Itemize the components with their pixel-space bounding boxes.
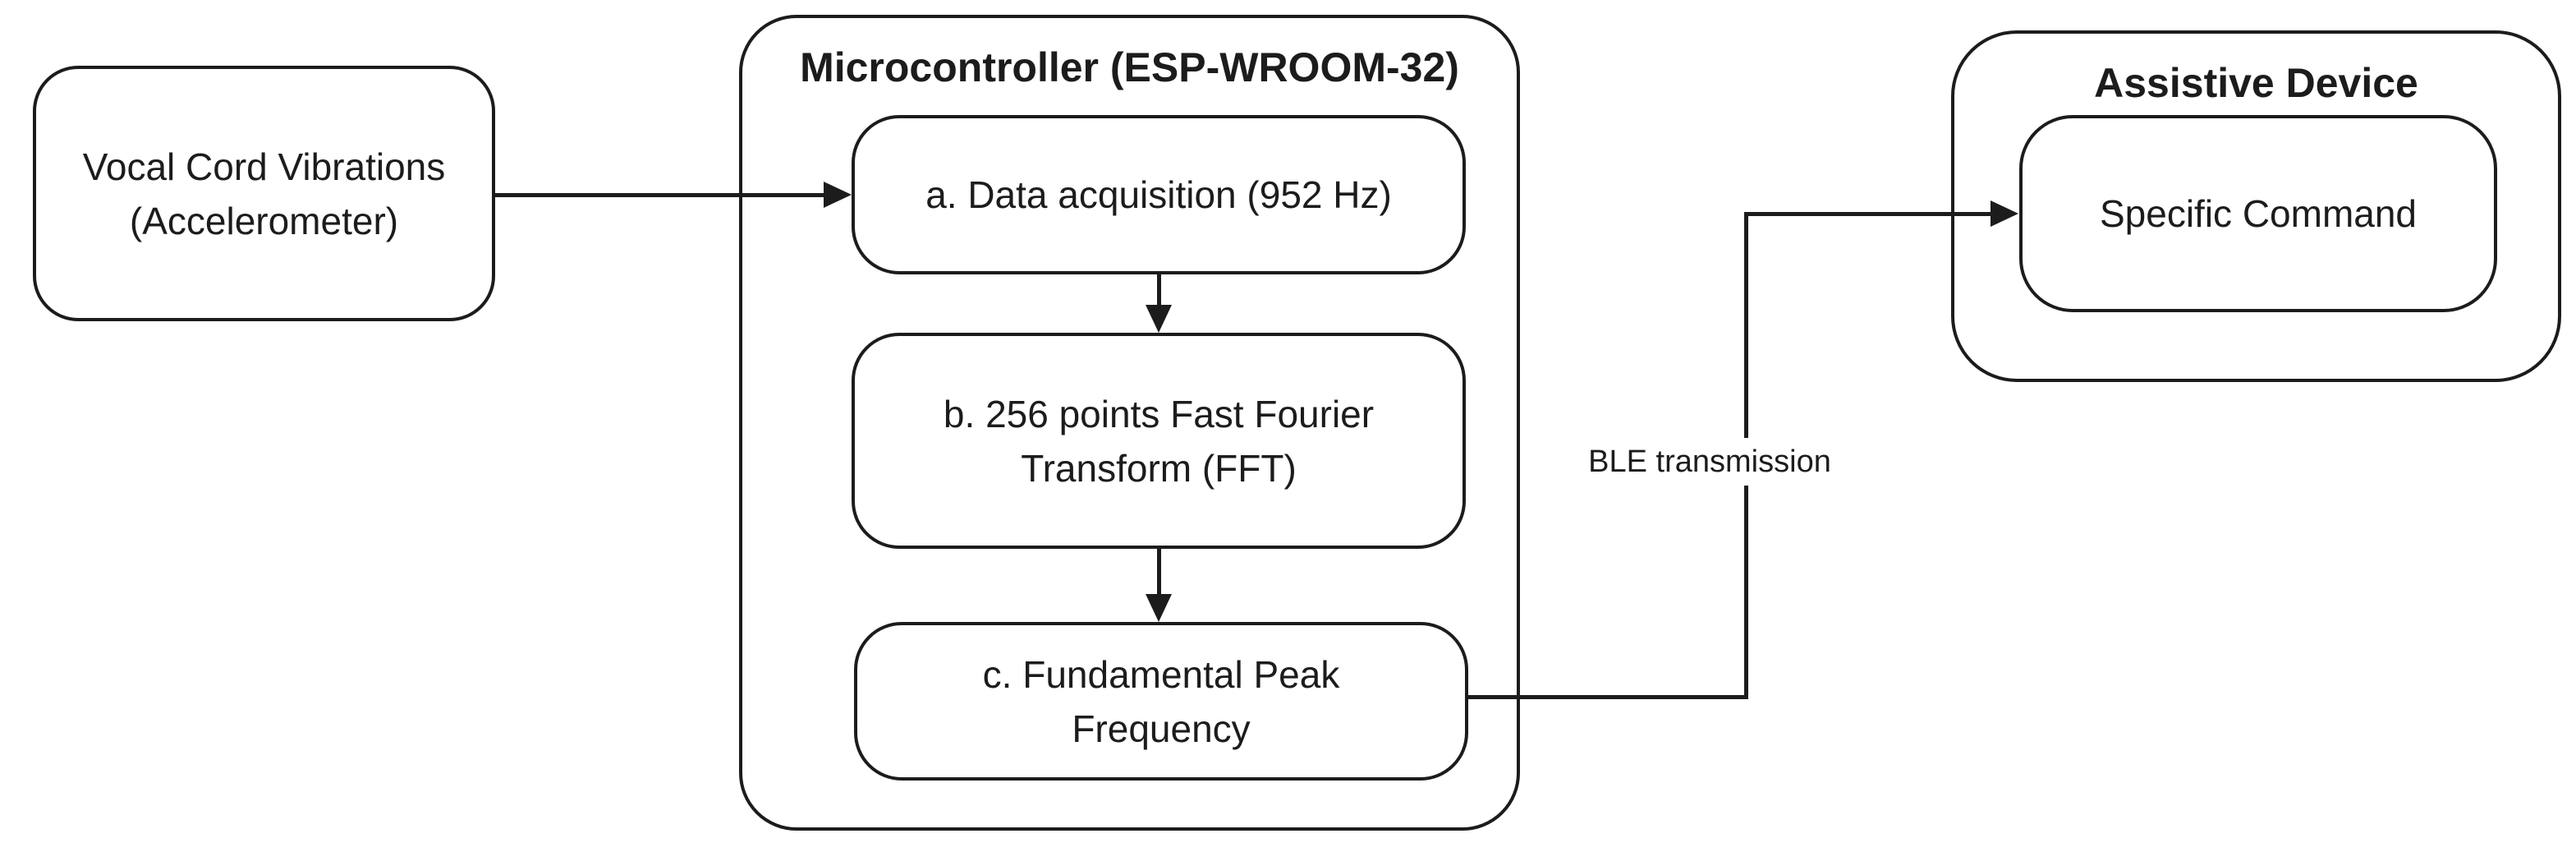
connector-step-a-to-b	[1157, 274, 1161, 305]
arrowhead-right-icon	[824, 182, 852, 208]
step-b-label: b. 256 points Fast Fourier Transform (FF…	[944, 387, 1374, 495]
assistive-device-title: Assistive Device	[2094, 60, 2418, 106]
ble-connector-horizontal-bottom	[1468, 695, 1748, 699]
step-c-label-line2: Frequency	[1072, 707, 1251, 750]
arrowhead-down-icon	[1146, 305, 1172, 333]
arrowhead-right-icon	[1991, 200, 2018, 227]
specific-command-text: Specific Command	[2099, 192, 2418, 235]
ble-connector-horizontal-top	[1744, 212, 1991, 216]
source-box-label: Vocal Cord Vibrations (Accelerometer)	[83, 140, 446, 248]
source-box-label-line2: (Accelerometer)	[129, 199, 399, 242]
specific-command-label: Specific Command	[2100, 187, 2417, 241]
source-box: Vocal Cord Vibrations (Accelerometer)	[33, 66, 495, 321]
connector-source-to-step-a	[495, 193, 824, 197]
step-b-label-line1: b. 256 points Fast Fourier	[943, 392, 1375, 435]
step-c-label: c. Fundamental Peak Frequency	[983, 647, 1340, 756]
step-c-label-line1: c. Fundamental Peak	[982, 652, 1340, 696]
specific-command-box: Specific Command	[2019, 115, 2497, 312]
step-a-box: a. Data acquisition (952 Hz)	[852, 115, 1466, 274]
microcontroller-title: Microcontroller (ESP-WROOM-32)	[800, 44, 1459, 90]
step-b-box: b. 256 points Fast Fourier Transform (FF…	[852, 333, 1466, 549]
ble-transmission-label: BLE transmission	[1577, 438, 1843, 486]
connector-step-b-to-c	[1157, 549, 1161, 594]
step-a-label-text: a. Data acquisition (952 Hz)	[925, 173, 1392, 216]
source-box-label-line1: Vocal Cord Vibrations	[82, 145, 446, 188]
step-c-box: c. Fundamental Peak Frequency	[854, 622, 1468, 781]
step-a-label: a. Data acquisition (952 Hz)	[925, 168, 1392, 222]
arrowhead-down-icon	[1146, 594, 1172, 622]
step-b-label-line2: Transform (FFT)	[1021, 446, 1297, 490]
